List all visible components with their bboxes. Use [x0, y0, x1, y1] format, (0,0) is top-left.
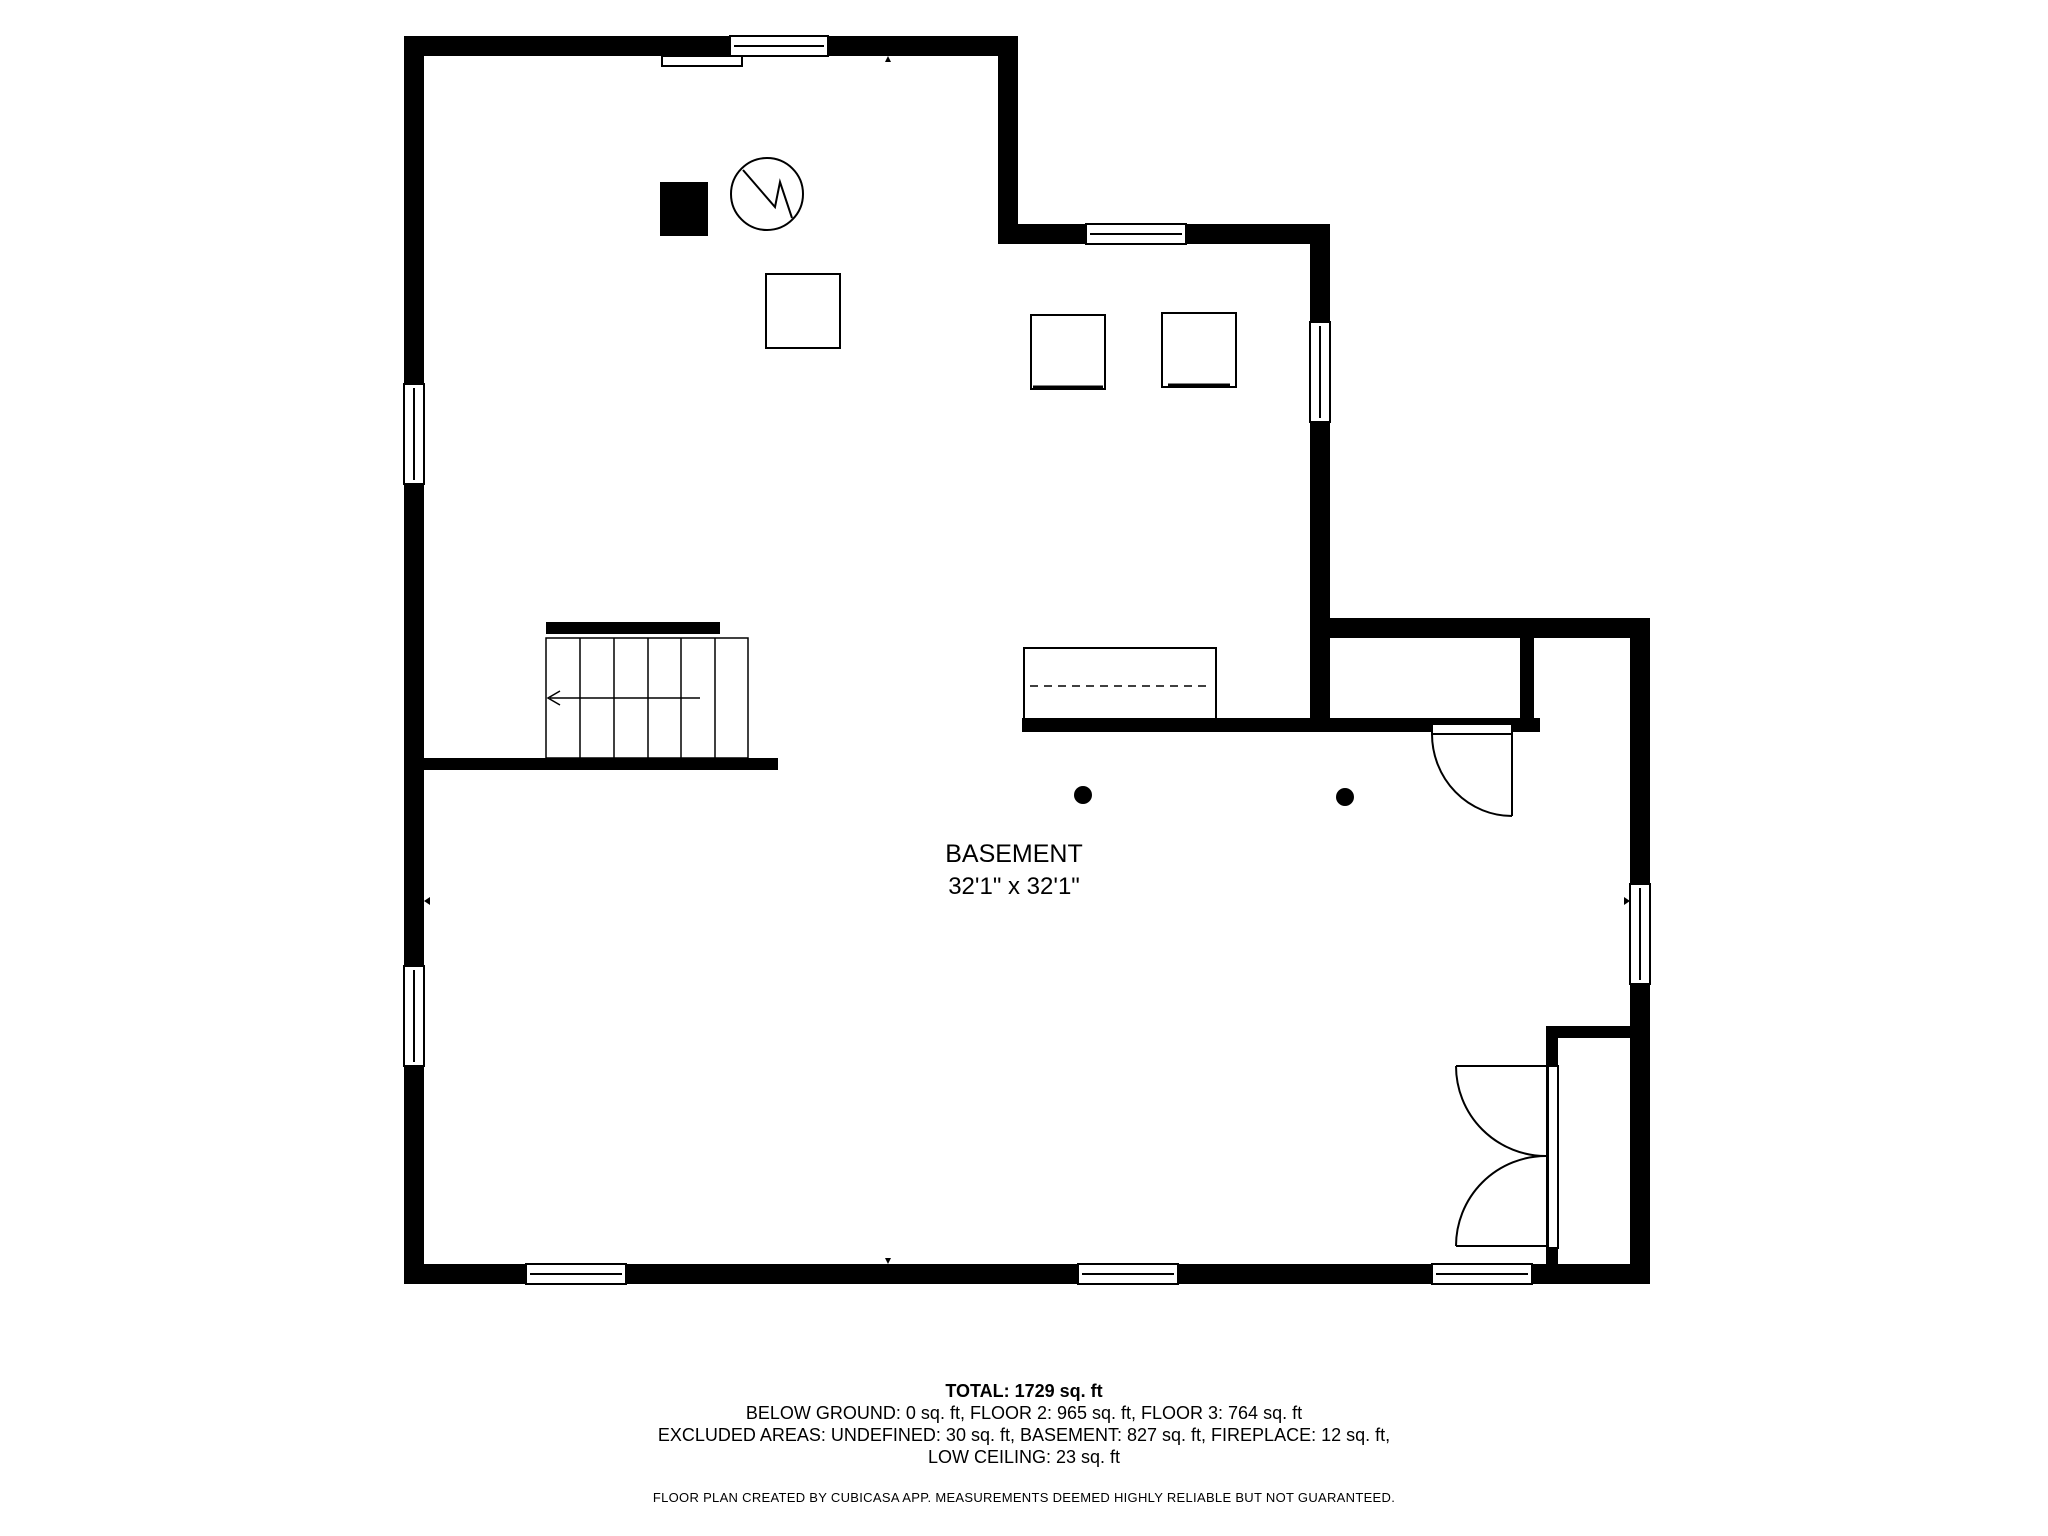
total-area: TOTAL: 1729 sq. ft [945, 1381, 1103, 1401]
chimney-block [660, 182, 708, 236]
windows [403, 35, 1651, 1285]
area-breakdown-line-2: EXCLUDED AREAS: UNDEFINED: 30 sq. ft, BA… [657, 1425, 1391, 1445]
window-left-upper [403, 383, 425, 485]
furnace [765, 273, 841, 349]
area-breakdown-line-1: BELOW GROUND: 0 sq. ft, FLOOR 2: 965 sq.… [745, 1403, 1303, 1423]
washer-icon [1030, 314, 1106, 390]
room-dimensions: 32'1" x 32'1" [948, 873, 1080, 900]
window-top [661, 35, 829, 67]
dryer-icon [1161, 312, 1237, 388]
window-left-lower [403, 965, 425, 1067]
water-heater-icon [730, 157, 804, 231]
column-1 [1074, 786, 1092, 804]
columns [1074, 786, 1354, 806]
disclaimer: FLOOR PLAN CREATED BY CUBICASA APP. MEAS… [652, 1490, 1396, 1505]
window-upper-right [1085, 223, 1187, 245]
bench [1023, 647, 1217, 721]
walls [404, 36, 1650, 1284]
window-bottom-1 [525, 1263, 627, 1285]
window-right-upper [1309, 321, 1331, 423]
stairs [545, 637, 749, 759]
door-closet-upper [1431, 723, 1513, 817]
area-summary: TOTAL: 1729 sq. ft BELOW GROUND: 0 sq. f… [0, 1380, 2048, 1468]
window-bottom-2 [1077, 1263, 1179, 1285]
area-breakdown-line-3: LOW CEILING: 23 sq. ft [927, 1447, 1121, 1467]
column-2 [1336, 788, 1354, 806]
doors [1431, 723, 1559, 1249]
dimension-markers [424, 56, 1630, 1264]
window-right-lower [1629, 883, 1651, 985]
door-closet-lower [1455, 1065, 1559, 1249]
room-name: BASEMENT [945, 840, 1083, 868]
fixtures [660, 157, 1237, 721]
window-bottom-3 [1431, 1263, 1533, 1285]
